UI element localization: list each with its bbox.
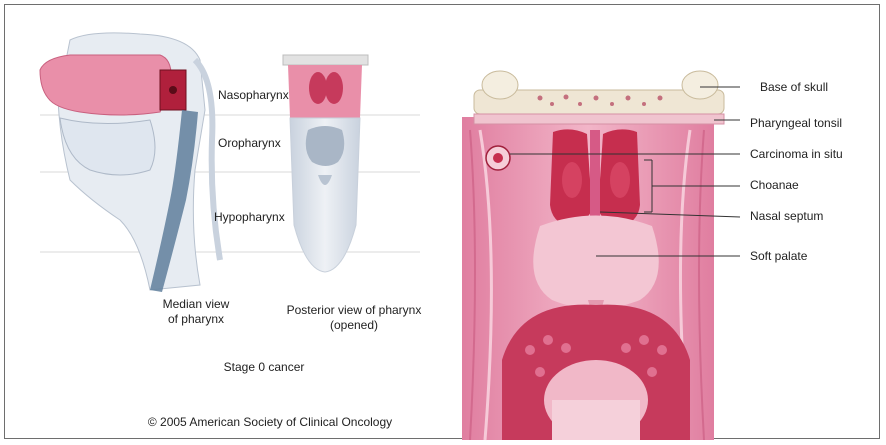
label-oropharynx: Oropharynx xyxy=(218,136,281,150)
posterior-pharynx-view xyxy=(283,55,368,272)
label-hypopharynx: Hypopharynx xyxy=(214,210,285,224)
copyright-notice: © 2005 American Society of Clinical Onco… xyxy=(110,415,430,430)
label-carcinoma-in-situ: Carcinoma in situ xyxy=(750,147,843,161)
label-base-of-skull: Base of skull xyxy=(760,80,828,94)
caption-stage: Stage 0 cancer xyxy=(204,360,324,375)
median-view-head xyxy=(40,33,220,292)
label-soft-palate: Soft palate xyxy=(750,249,807,263)
label-pharyngeal-tonsil: Pharyngeal tonsil xyxy=(750,116,842,130)
caption-median-view: Median view of pharynx xyxy=(136,297,256,327)
label-choanae: Choanae xyxy=(750,178,799,192)
label-nasopharynx: Nasopharynx xyxy=(218,88,289,102)
label-nasal-septum: Nasal septum xyxy=(750,209,823,223)
caption-posterior-view: Posterior view of pharynx (opened) xyxy=(268,303,440,333)
